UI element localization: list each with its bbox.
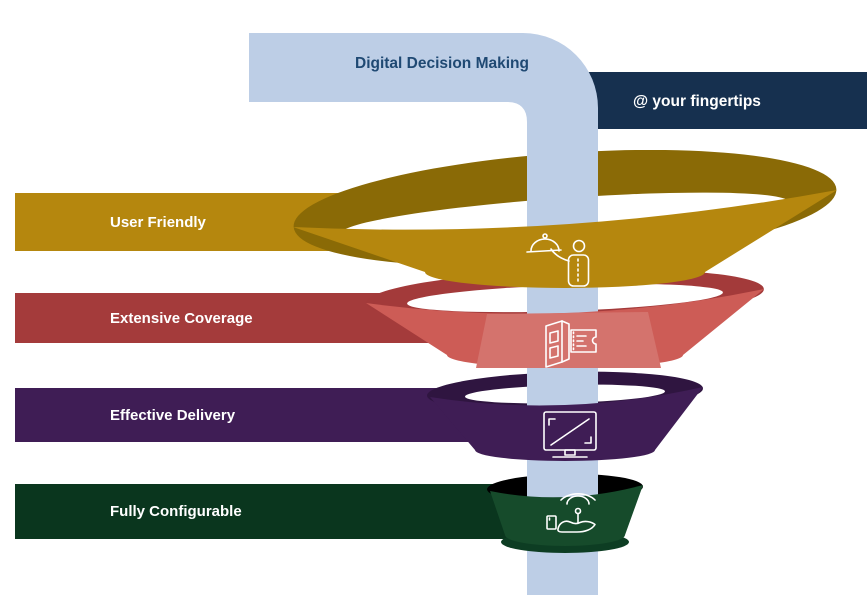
- label-extensive-coverage: Extensive Coverage: [110, 310, 253, 327]
- label-user-friendly: User Friendly: [110, 214, 207, 231]
- waiter-service-icon: [526, 233, 590, 287]
- label-fully-configurable: Fully Configurable: [110, 503, 242, 520]
- ring-band-green: [490, 485, 643, 546]
- monitor-chart-icon: [543, 411, 597, 458]
- title: Digital Decision Making: [355, 55, 529, 72]
- tagline-banner: [560, 72, 867, 129]
- label-effective-delivery: Effective Delivery: [110, 407, 236, 424]
- ring-band-purple: [430, 387, 703, 461]
- banner-fully-configurable: [15, 484, 530, 539]
- banner-effective-delivery: [15, 388, 500, 442]
- hand-signal-icon: [546, 493, 596, 533]
- ring-band-gold: [293, 190, 837, 288]
- tagline-label: @ your fingertips: [633, 93, 761, 110]
- brochure-ticket-icon: [545, 320, 597, 368]
